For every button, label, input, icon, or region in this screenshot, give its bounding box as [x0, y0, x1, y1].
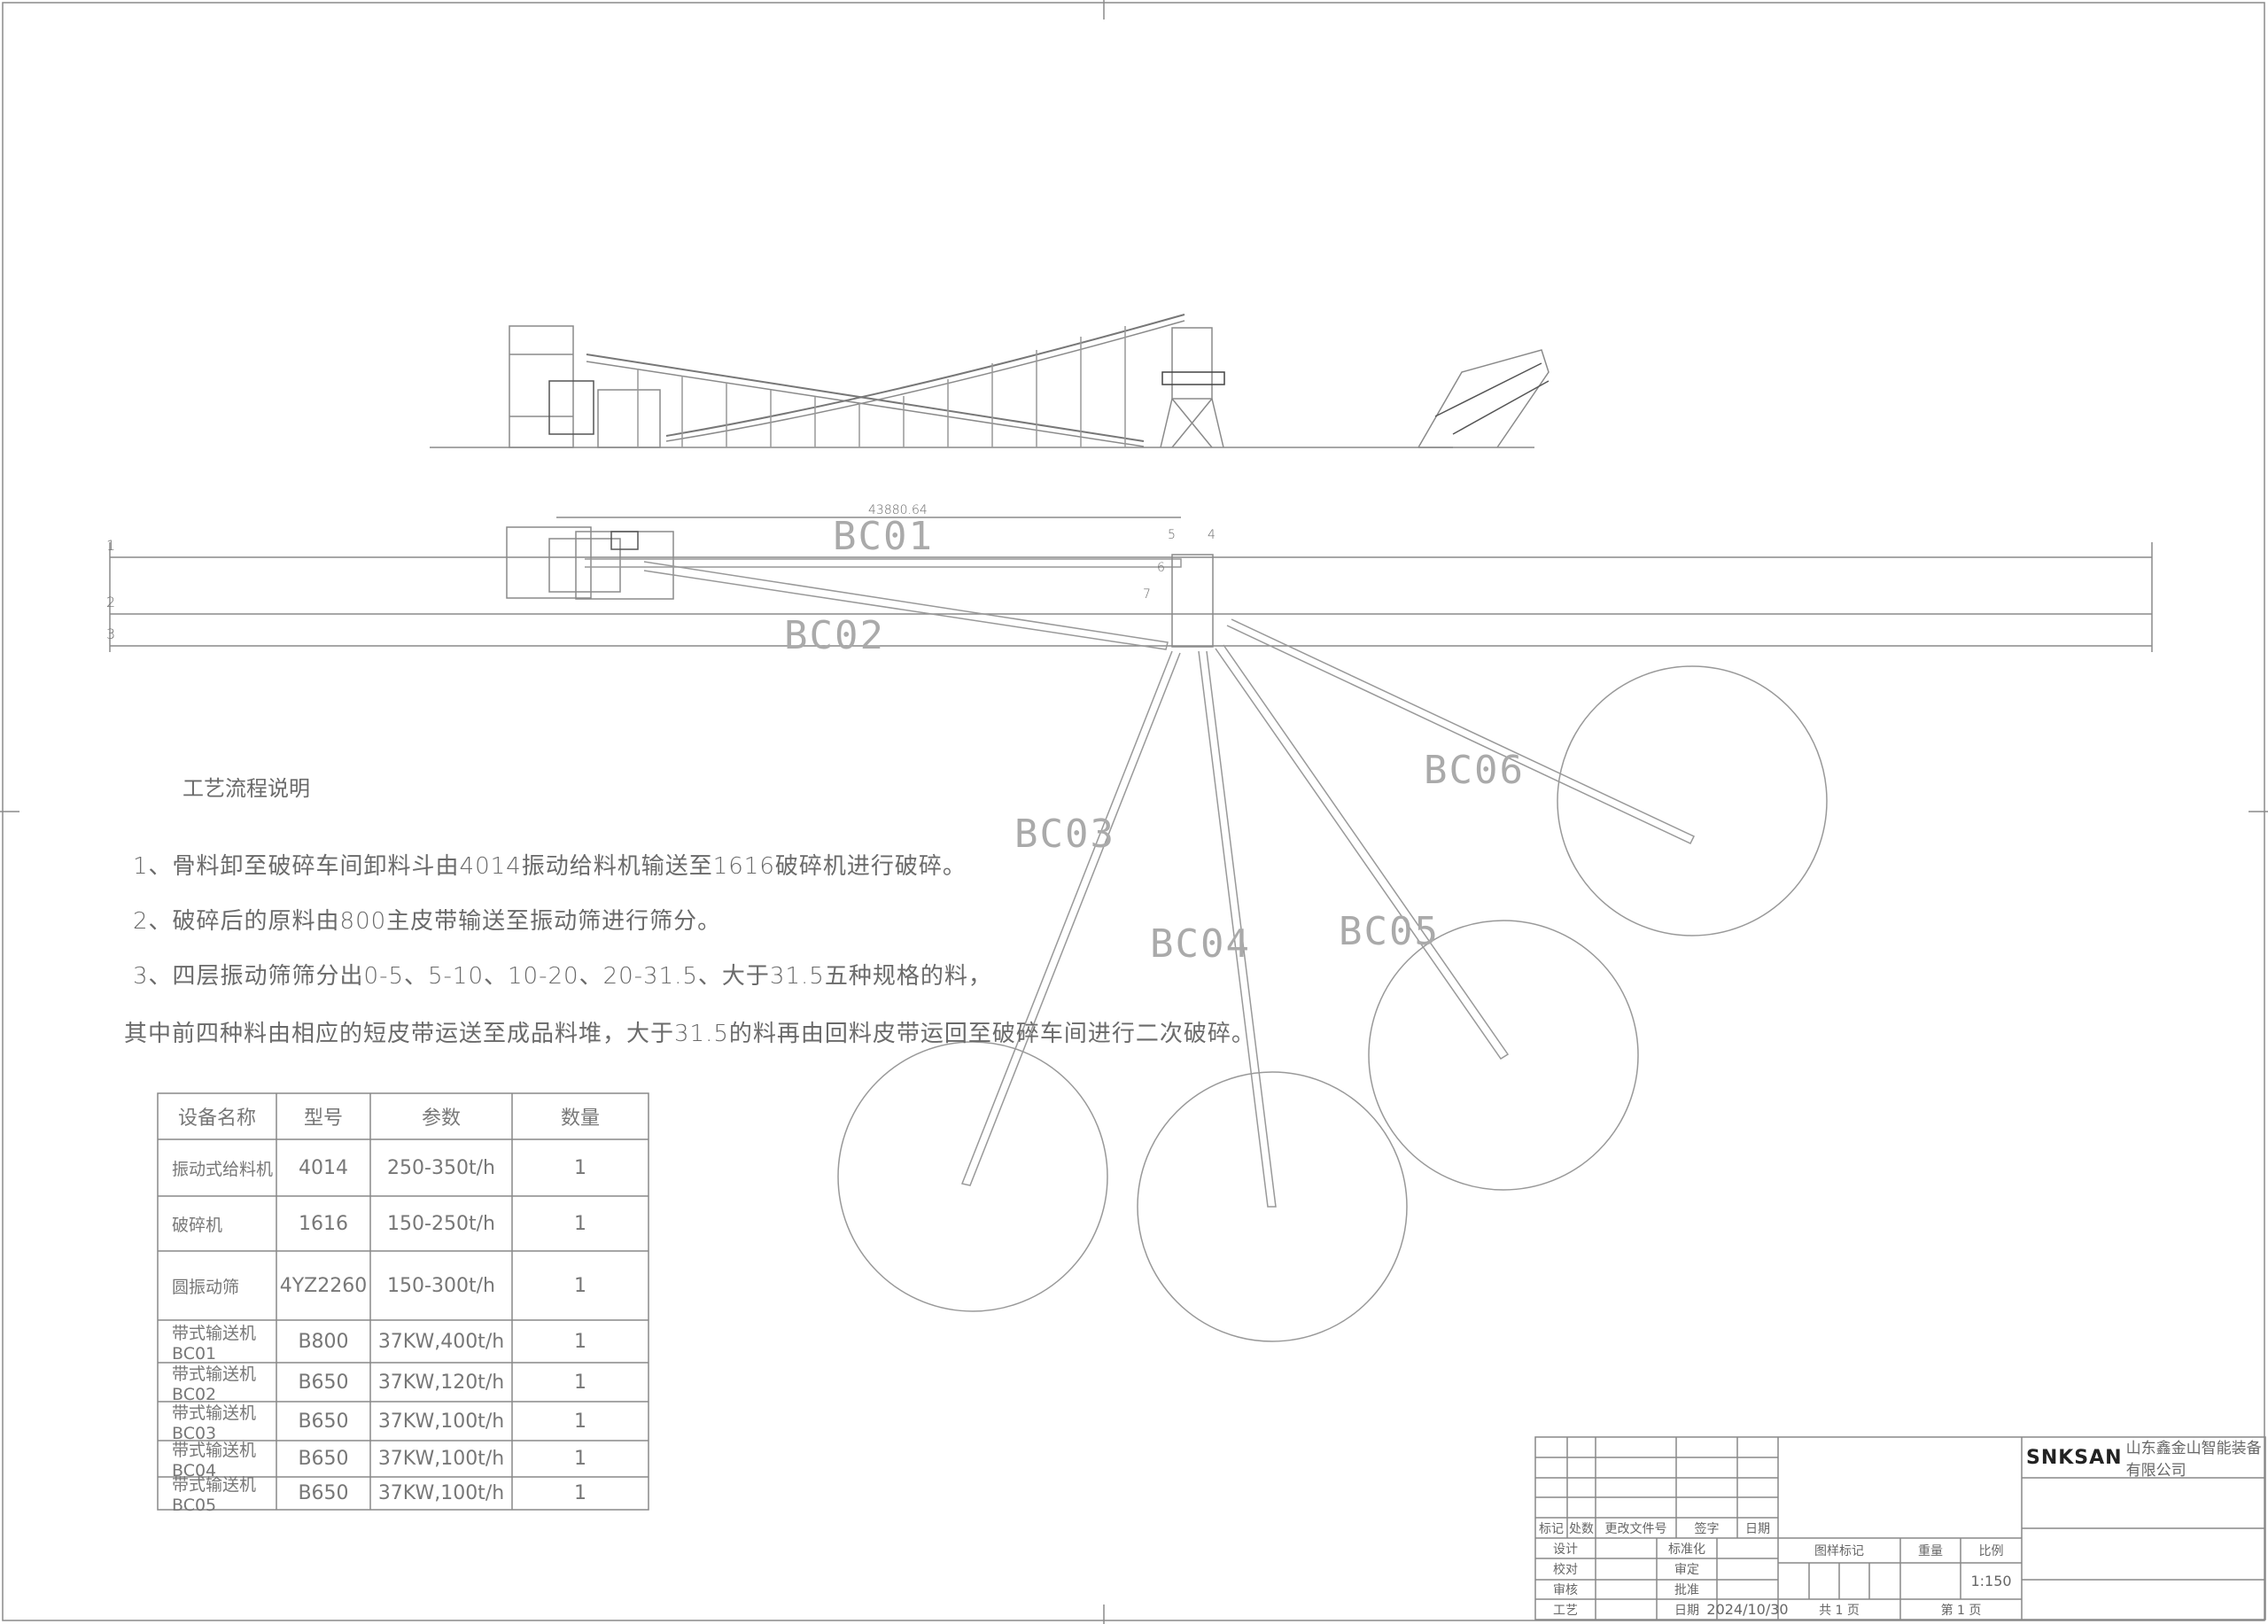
label-approve: 批准 — [1674, 1583, 1699, 1597]
cell-name: 带式输送机BC04 — [172, 1441, 257, 1480]
total-pages: 共 1 页 — [1819, 1603, 1860, 1618]
header-qty: 数量 — [560, 1107, 600, 1130]
rev-sign: 签字 — [1694, 1521, 1720, 1536]
label-bc04: BC04 — [1150, 921, 1251, 967]
cell-qty: 1 — [574, 1448, 586, 1470]
company-logo: SNKSAN 山东鑫金山智能装备有限公司 — [2026, 1437, 2265, 1480]
cell-name: 带式输送机BC02 — [172, 1364, 257, 1404]
cell-params: 250-350t/h — [387, 1156, 495, 1179]
section-mark-4: 4 — [1208, 528, 1216, 542]
stockpile-bc03 — [837, 1041, 1108, 1312]
cell-model: B650 — [298, 1371, 349, 1394]
cell-name: 破碎机 — [172, 1215, 223, 1235]
rev-mark: 标记 — [1539, 1521, 1564, 1536]
axis-lines — [109, 542, 2153, 652]
section-mark-6: 6 — [1157, 561, 1165, 575]
dimension-value: 43880.64 — [868, 503, 928, 517]
cell-qty: 1 — [574, 1371, 586, 1394]
cell-params: 150-250t/h — [387, 1212, 495, 1235]
page-number: 第 1 页 — [1940, 1603, 1982, 1618]
label-bc03: BC03 — [1014, 812, 1115, 857]
label-review: 审核 — [1553, 1583, 1578, 1597]
process-step-2: 2、破碎后的原料由800主皮带输送至振动筛进行筛分。 — [133, 908, 722, 935]
stockpile-bc04 — [1137, 1071, 1408, 1342]
label-bc05: BC05 — [1339, 909, 1440, 954]
rev-doc: 更改文件号 — [1604, 1521, 1667, 1536]
label-mark: 图样标记 — [1814, 1544, 1864, 1558]
cell-name: 振动式给料机 — [172, 1159, 274, 1179]
label-design: 设计 — [1553, 1542, 1578, 1557]
label-date: 日期 — [1674, 1603, 1699, 1618]
cell-model: 4YZ2260 — [279, 1274, 368, 1297]
label-bc06: BC06 — [1424, 748, 1525, 793]
cell-params: 37KW,100t/h — [377, 1448, 505, 1470]
cell-params: 37KW,100t/h — [377, 1482, 505, 1504]
cell-params: 37KW,100t/h — [377, 1410, 505, 1433]
header-params: 参数 — [421, 1107, 461, 1130]
label-standard: 标准化 — [1668, 1542, 1705, 1557]
section-mark-5: 5 — [1168, 528, 1176, 542]
label-weight: 重量 — [1918, 1544, 1943, 1558]
cell-qty: 1 — [574, 1410, 586, 1433]
axis-label-2: 2 — [106, 594, 116, 610]
rev-count: 处数 — [1569, 1521, 1594, 1536]
scale-value: 1:150 — [1970, 1573, 2012, 1589]
process-step-3: 3、四层振动筛筛分出0-5、5-10、10-20、20-31.5、大于31.5五… — [133, 963, 992, 990]
logo-text: SNKSAN — [2026, 1446, 2123, 1469]
cell-model: 4014 — [299, 1156, 348, 1179]
label-process: 工艺 — [1553, 1603, 1578, 1618]
process-title: 工艺流程说明 — [183, 776, 310, 801]
cell-name: 带式输送机BC03 — [172, 1403, 257, 1443]
elevation-view — [430, 314, 1550, 448]
cell-qty: 1 — [574, 1274, 586, 1297]
label-approve2: 审定 — [1674, 1563, 1699, 1577]
label-bc01: BC01 — [833, 514, 934, 559]
cell-qty: 1 — [574, 1156, 586, 1179]
cell-model: B800 — [298, 1330, 349, 1353]
plan-feeder — [506, 526, 674, 600]
cell-model: B650 — [298, 1482, 349, 1504]
section-mark-7: 7 — [1143, 587, 1151, 602]
axis-label-3: 3 — [106, 626, 116, 642]
cell-qty: 1 — [574, 1330, 586, 1353]
cell-model: B650 — [298, 1410, 349, 1433]
cell-params: 37KW,400t/h — [377, 1330, 505, 1353]
process-step-1: 1、骨料卸至破碎车间卸料斗由4014振动给料机输送至1616破碎机进行破碎。 — [133, 853, 967, 880]
transfer-tower — [1171, 554, 1214, 648]
rev-date: 日期 — [1745, 1521, 1770, 1536]
equipment-table-grid — [157, 1092, 649, 1511]
label-bc02: BC02 — [784, 613, 885, 658]
cell-params: 150-300t/h — [387, 1274, 495, 1297]
conveyors — [585, 558, 1696, 1208]
axis-label-1: 1 — [106, 537, 116, 554]
label-scale: 比例 — [1978, 1544, 2004, 1558]
title-block-grid — [1534, 1436, 2266, 1620]
stockpile-bc06 — [1557, 665, 1828, 936]
process-step-3-cont: 其中前四种料由相应的短皮带运送至成品料堆，大于31.5的料再由回料皮带运回至破碎… — [124, 1021, 1255, 1047]
cell-qty: 1 — [574, 1212, 586, 1235]
label-check: 校对 — [1553, 1563, 1578, 1577]
date-value: 2024/10/30 — [1706, 1601, 1789, 1618]
cell-name: 带式输送机BC05 — [172, 1475, 257, 1515]
company-name: 山东鑫金山智能装备有限公司 — [2125, 1440, 2262, 1480]
cell-model: 1616 — [299, 1212, 348, 1235]
stockpiles — [837, 665, 1828, 1342]
cell-params: 37KW,120t/h — [377, 1371, 505, 1394]
header-model: 型号 — [303, 1107, 343, 1130]
cell-name: 圆振动筛 — [172, 1277, 240, 1297]
cell-qty: 1 — [574, 1482, 586, 1504]
cell-name: 带式输送机BC01 — [172, 1323, 257, 1364]
stockpile-bc05 — [1368, 920, 1639, 1191]
cell-model: B650 — [298, 1448, 349, 1470]
header-name: 设备名称 — [177, 1107, 256, 1130]
